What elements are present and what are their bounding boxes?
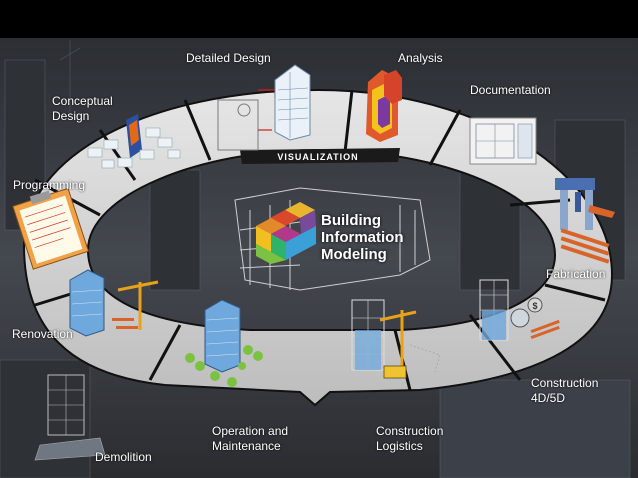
bim-cube-logo [256, 202, 316, 264]
conceptual-design-model [87, 114, 181, 169]
renovation-model [69, 269, 159, 337]
demolition-model [34, 374, 106, 461]
fabrication-machine [555, 178, 615, 264]
documentation-sheet [469, 117, 537, 165]
dollar-icon: $ [532, 301, 537, 311]
label-documentation: Documentation [470, 83, 551, 97]
label-operation-maintenance: Operation and Maintenance [212, 424, 289, 453]
label-programming: Programming [13, 178, 86, 192]
background-city [0, 40, 631, 478]
label-construction-4d5d: Construction 4D/5D [531, 376, 599, 405]
construction-4d5d-model: $ [479, 279, 560, 341]
label-renovation: Renovation [12, 327, 73, 341]
label-demolition: Demolition [95, 450, 152, 464]
label-detailed-design: Detailed Design [186, 51, 271, 65]
visualization-label: VISUALIZATION [277, 152, 358, 162]
detailed-design-model [217, 64, 311, 151]
label-conceptual-design: Conceptual Design [52, 94, 113, 123]
programming-clipboard [12, 187, 90, 270]
label-construction-logistics: Construction Logistics [376, 424, 444, 453]
analysis-model [366, 70, 402, 142]
visualization-banner [240, 148, 400, 164]
lifecycle-ring [22, 88, 614, 407]
operation-maintenance-model [185, 299, 263, 387]
construction-logistics-model [351, 299, 441, 379]
label-analysis: Analysis [398, 51, 443, 65]
label-fabrication: Fabrication [546, 267, 606, 281]
center-title: Building Information Modeling [321, 212, 404, 263]
